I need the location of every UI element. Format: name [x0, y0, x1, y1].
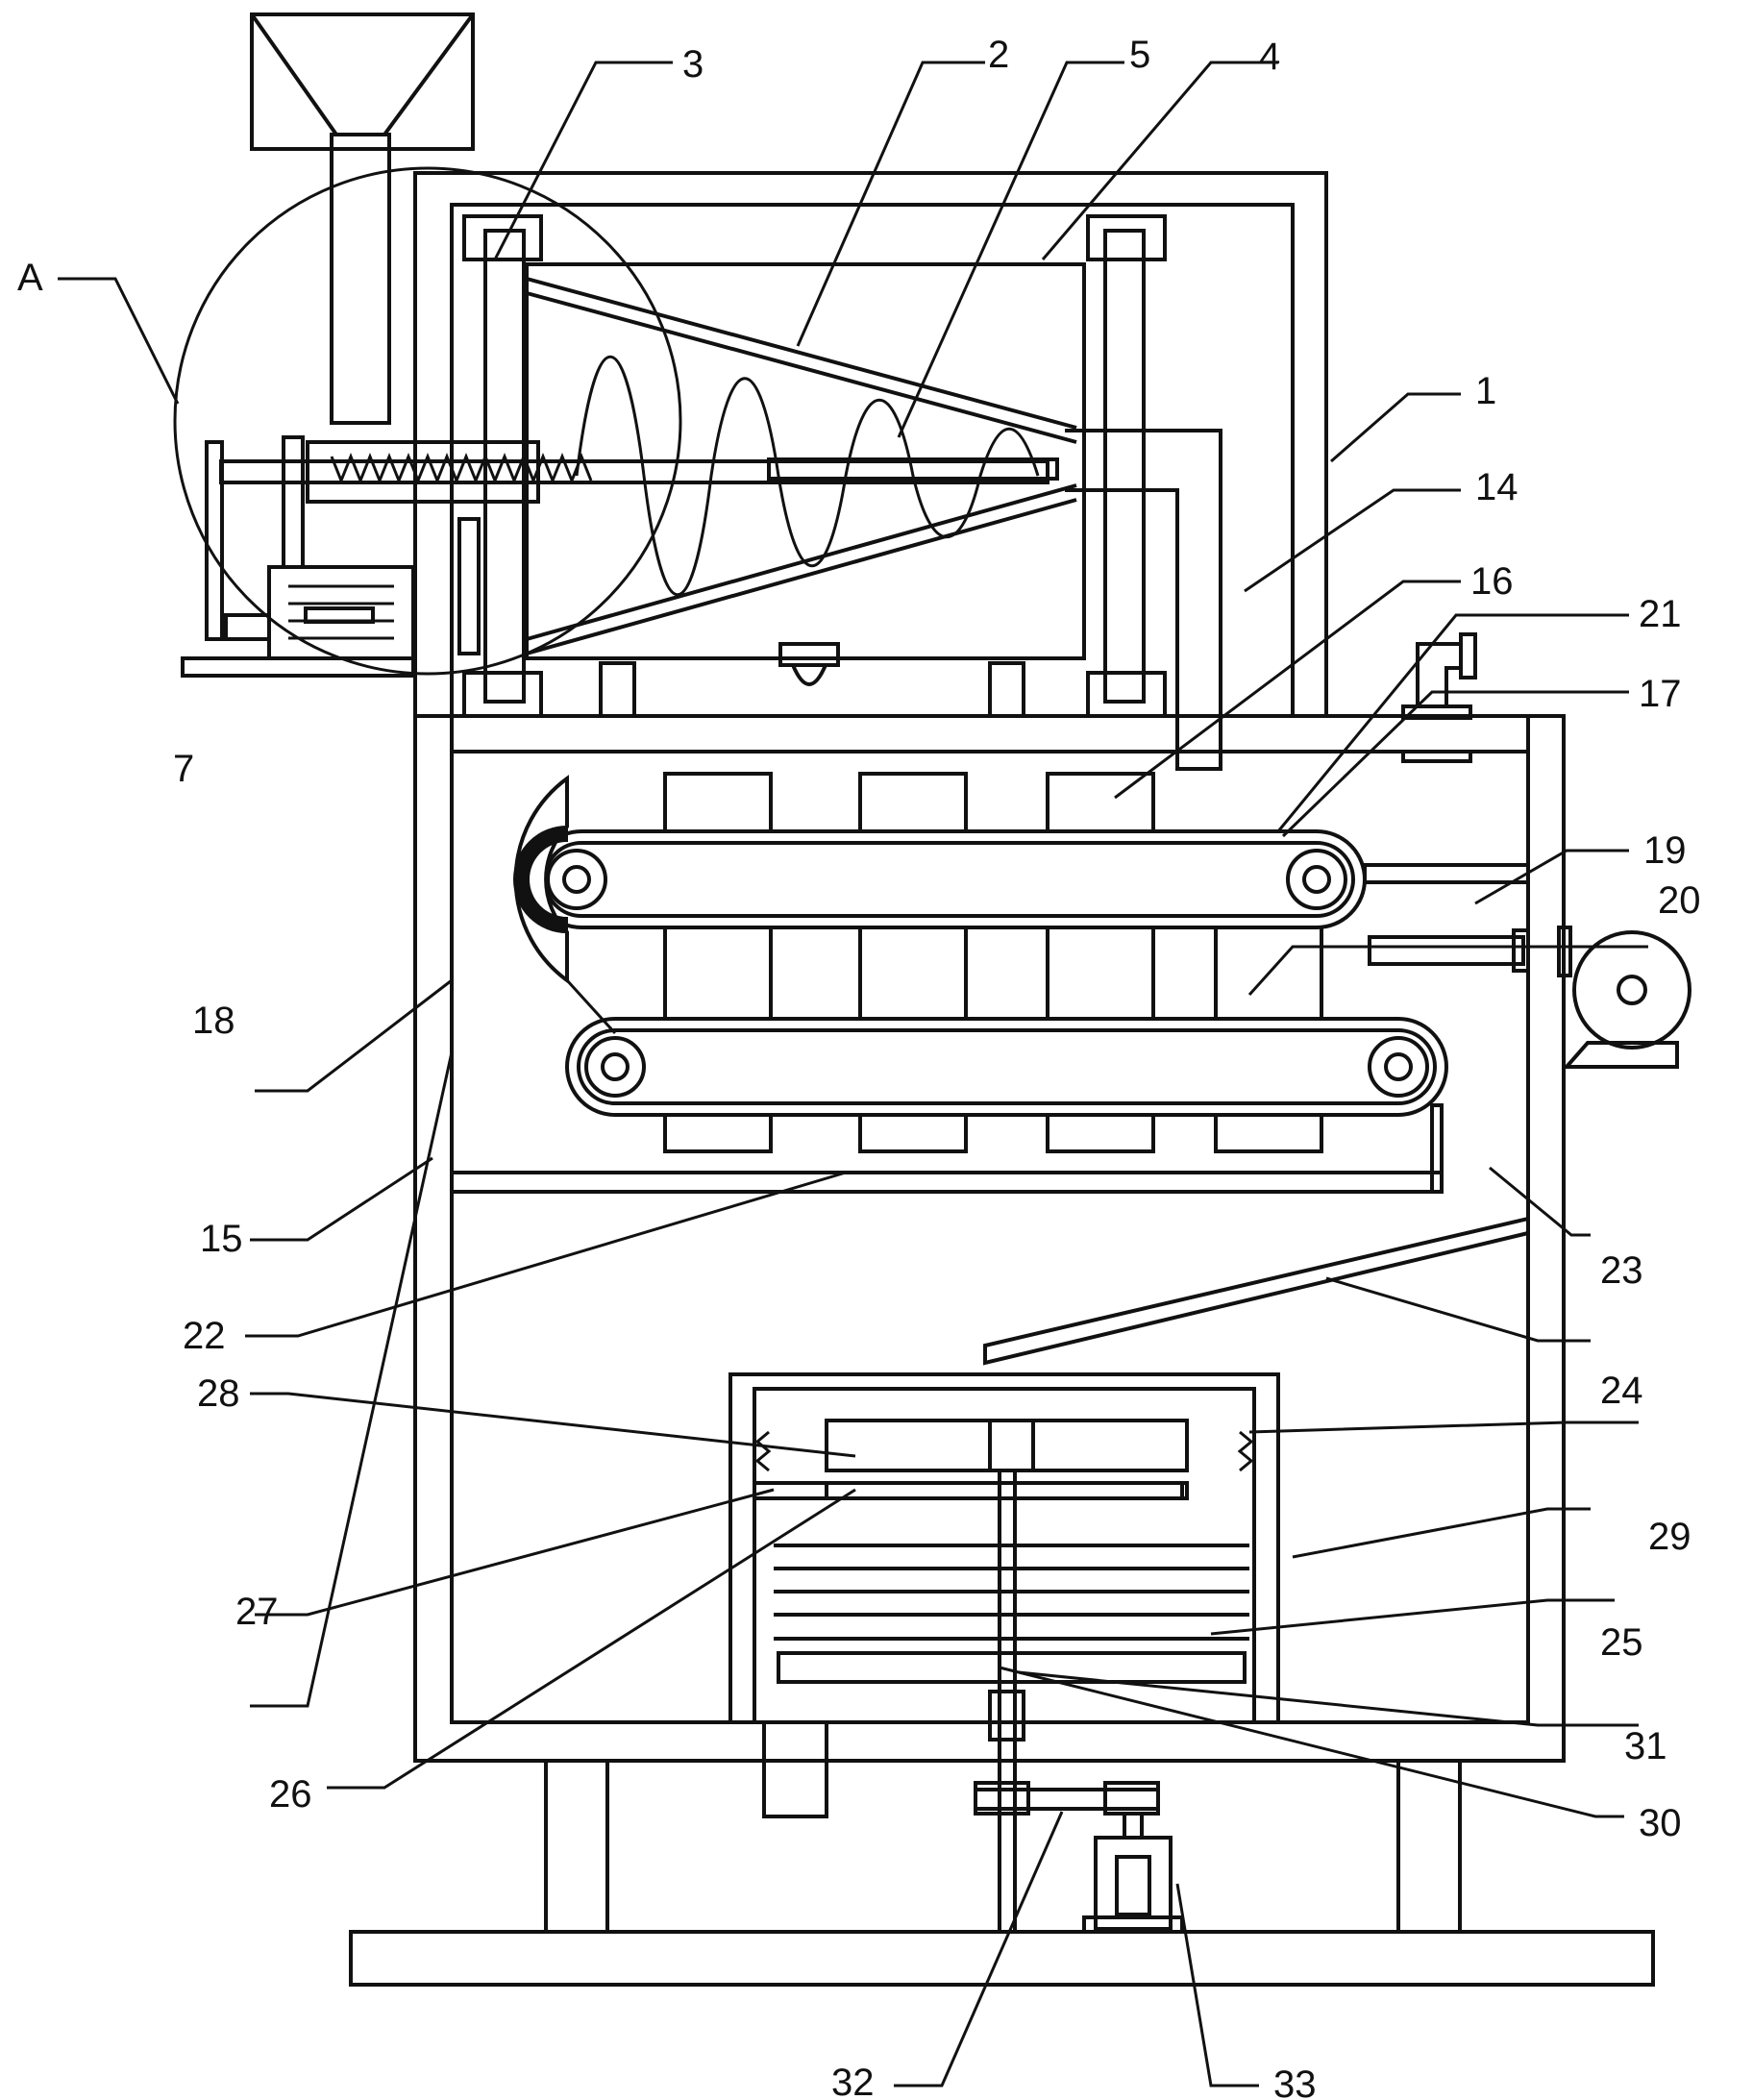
- label-25: 25: [1600, 1621, 1643, 1664]
- label-24: 24: [1600, 1370, 1643, 1412]
- label-14: 14: [1475, 466, 1518, 508]
- conical-screen: [526, 277, 1077, 655]
- label-15: 15: [200, 1218, 243, 1260]
- label-19: 19: [1643, 829, 1687, 872]
- leader-lines: [58, 61, 1648, 2088]
- label-16: 16: [1470, 560, 1514, 603]
- spiral-blade: [575, 355, 1040, 597]
- leg-right: [1396, 1759, 1462, 1934]
- label-30: 30: [1639, 1802, 1682, 1844]
- upper-frame: [413, 171, 1328, 716]
- label-26: 26: [269, 1773, 312, 1816]
- label-31: 31: [1624, 1725, 1667, 1767]
- drive-motor: [181, 565, 415, 678]
- drum-left-plate: [483, 229, 526, 704]
- label-28: 28: [197, 1372, 240, 1415]
- bottom-drive: [974, 1781, 1184, 1934]
- label-21: 21: [1639, 593, 1682, 635]
- label-23: 23: [1600, 1249, 1643, 1292]
- leg-left: [544, 1759, 609, 1934]
- screw-feeder: [205, 435, 1049, 641]
- label-33: 33: [1273, 2063, 1317, 2100]
- inlet-fitting: [1401, 632, 1477, 763]
- label-17: 17: [1639, 673, 1682, 715]
- drum-right-plate: [1103, 229, 1146, 704]
- label-1: 1: [1475, 370, 1496, 412]
- fan-motor: [1557, 926, 1691, 1069]
- label-3: 3: [682, 43, 704, 86]
- collection-tray: [450, 1103, 1444, 1194]
- label-32: 32: [831, 2062, 875, 2100]
- label-29: 29: [1648, 1516, 1691, 1558]
- label-2: 2: [988, 34, 1009, 76]
- label-7: 7: [173, 748, 194, 790]
- lower-chamber: [728, 1372, 1280, 1934]
- drum-frame: [525, 262, 1086, 660]
- base-plate: [349, 1930, 1655, 1987]
- feed-hopper: [250, 12, 475, 425]
- label-4: 4: [1259, 36, 1280, 78]
- label-5: 5: [1129, 34, 1150, 76]
- chute-plate: [983, 1216, 1530, 1366]
- label-20: 20: [1658, 879, 1701, 922]
- label-18: 18: [192, 1000, 235, 1042]
- label-27: 27: [235, 1591, 279, 1633]
- upper-conveyor: [531, 829, 1367, 929]
- label-A: A: [17, 257, 43, 299]
- part-labels: A 3 2 5 4 1 14 16 21 17 19 20 7 18 15 23…: [17, 34, 1701, 2100]
- label-22: 22: [183, 1315, 226, 1357]
- lower-conveyor: [565, 1017, 1448, 1117]
- drum-assembly: [450, 214, 1530, 771]
- detail-circle-A: [173, 166, 682, 676]
